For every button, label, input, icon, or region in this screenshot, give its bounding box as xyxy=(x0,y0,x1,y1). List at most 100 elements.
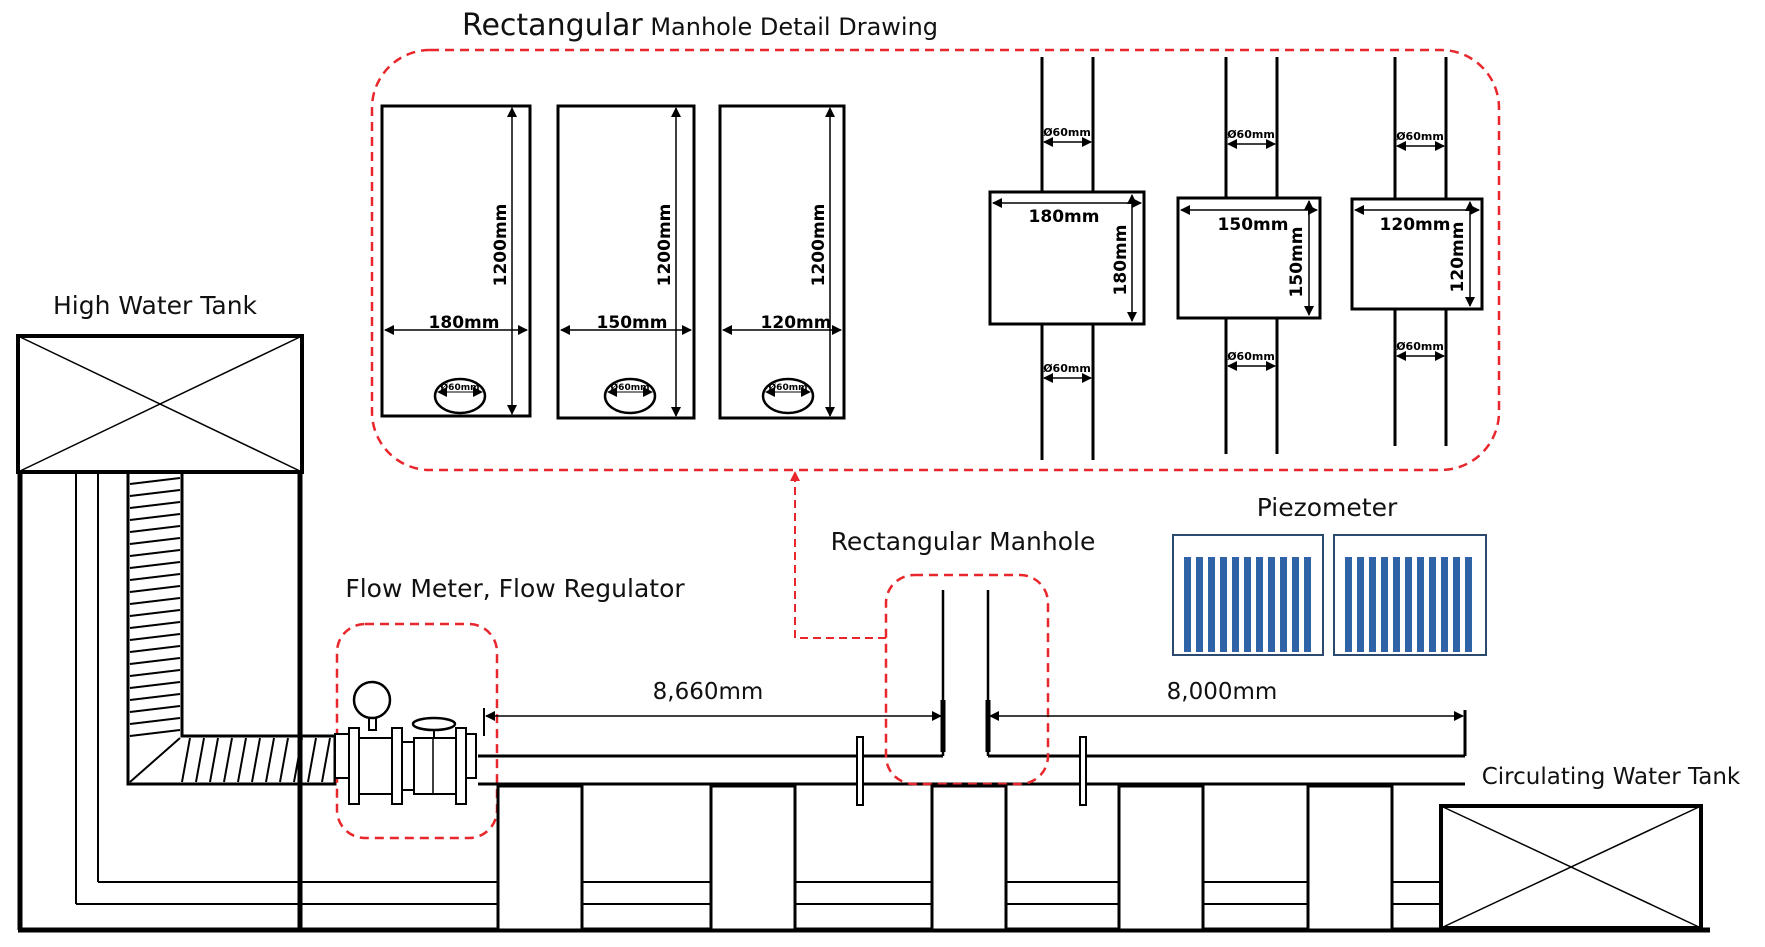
flow-meter-label: Flow Meter, Flow Regulator xyxy=(345,574,685,603)
hatch-line xyxy=(129,489,181,497)
piezometer-tube xyxy=(1381,557,1388,652)
hatch-line xyxy=(251,737,261,783)
top-view-150-width: 150mm xyxy=(1218,215,1289,235)
hatch-line xyxy=(129,561,181,569)
top-view-150-pipe-top: Ø60mm xyxy=(1227,128,1275,141)
top-view-120: Ø60mm Ø60mm 120mm 120mm xyxy=(1350,57,1484,446)
top-view-120-pipe-bottom: Ø60mm xyxy=(1396,340,1444,353)
piezometer-board-right xyxy=(1333,534,1487,656)
piezometer-tube xyxy=(1441,557,1448,652)
hatch-line xyxy=(129,621,181,629)
side-view-120-height: 1200mm xyxy=(809,204,829,287)
hatch-line xyxy=(129,729,181,737)
hatch-line xyxy=(129,525,181,533)
top-view-150: Ø60mm Ø60mm 150mm 150mm xyxy=(1176,57,1322,454)
hatch-line xyxy=(321,737,331,783)
hatch-line xyxy=(265,737,275,783)
side-view-120: 1200mm 120mm Ø60mm xyxy=(718,104,846,420)
piezometer-tube xyxy=(1208,557,1215,652)
piezometer-tube xyxy=(1292,557,1299,652)
hatch-line xyxy=(129,737,181,783)
side-view-180-height: 1200mm xyxy=(491,204,511,287)
supports xyxy=(496,784,1394,932)
top-view-180-pipe-bottom: Ø60mm xyxy=(1043,362,1091,375)
detail-drawing-title: Rectangular Manhole Detail Drawing xyxy=(462,8,938,43)
dist-right-label: 8,000mm xyxy=(1167,679,1278,705)
top-view-120-depth: 120mm xyxy=(1448,222,1468,293)
hatch-line xyxy=(129,693,181,701)
hatch-line xyxy=(129,549,181,557)
piezometer-tube xyxy=(1268,557,1275,652)
hatch-line xyxy=(129,681,181,689)
piezometer-tube xyxy=(1184,557,1191,652)
piezometer-tube xyxy=(1393,557,1400,652)
piezometer-tube xyxy=(1429,557,1436,652)
hatch-line xyxy=(129,597,181,605)
dist-left-label: 8,660mm xyxy=(653,679,764,705)
side-view-150-pipe: Ø60mm xyxy=(611,382,650,393)
piezometer-tube xyxy=(1369,557,1376,652)
side-view-180-pipe: Ø60mm xyxy=(441,382,480,393)
flow-meter-gauge xyxy=(352,680,392,720)
side-view-120-pipe: Ø60mm xyxy=(769,382,808,393)
piezometer-board-left xyxy=(1172,534,1324,656)
top-view-150-depth: 150mm xyxy=(1287,227,1307,298)
piezometer-tube xyxy=(1465,557,1472,652)
top-view-150-pipe-bottom: Ø60mm xyxy=(1227,350,1275,363)
hatch-line xyxy=(129,669,181,677)
hatch-line xyxy=(129,717,181,725)
circulating-tank-label: Circulating Water Tank xyxy=(1482,764,1741,790)
side-view-150-height: 1200mm xyxy=(655,204,675,287)
side-view-180: 1200mm 180mm Ø60mm xyxy=(380,104,532,418)
top-view-120-pipe-top: Ø60mm xyxy=(1396,130,1444,143)
hatch-line xyxy=(195,737,205,783)
top-view-180-pipe-top: Ø60mm xyxy=(1043,126,1091,139)
flow-meter xyxy=(334,680,403,805)
circulating-water-tank xyxy=(1439,804,1703,930)
hatch-line xyxy=(307,737,317,783)
hatch-line xyxy=(129,633,181,641)
piezometer-tube xyxy=(1405,557,1412,652)
piezometer-tube xyxy=(1417,557,1424,652)
hatch-line xyxy=(129,609,181,617)
piezometer-tube xyxy=(1345,557,1352,652)
detail-link-arrow xyxy=(790,471,886,639)
pipe-flange-left xyxy=(856,736,864,806)
piezometer-tube xyxy=(1453,557,1460,652)
detail-drawing-outline xyxy=(370,48,1501,472)
side-view-150: 1200mm 150mm Ø60mm xyxy=(556,104,696,420)
pipe-flange-right xyxy=(1079,736,1087,806)
piezometer-tube xyxy=(1220,557,1227,652)
manhole-riser xyxy=(940,590,991,756)
top-view-120-width: 120mm xyxy=(1380,215,1451,235)
hatch-line xyxy=(129,477,181,485)
hatched-feed-pipe xyxy=(126,472,337,786)
hatch-line xyxy=(129,585,181,593)
piezometer-tube xyxy=(1196,557,1203,652)
piezometer-tube xyxy=(1280,557,1287,652)
hatch-line xyxy=(129,573,181,581)
top-view-180-width: 180mm xyxy=(1029,207,1100,227)
hatch-line xyxy=(181,737,191,783)
high-tank-label: High Water Tank xyxy=(53,291,258,320)
top-view-180-depth: 180mm xyxy=(1111,225,1131,296)
piezometer-label: Piezometer xyxy=(1257,493,1398,522)
hatch-line xyxy=(209,737,219,783)
side-view-180-width: 180mm xyxy=(429,313,500,333)
top-view-180: Ø60mm Ø60mm 180mm 180mm xyxy=(988,57,1146,460)
high-water-tank xyxy=(16,334,1710,933)
flow-regulator-valve xyxy=(401,716,477,805)
hatch-line xyxy=(293,737,303,783)
piezometer-tube xyxy=(1357,557,1364,652)
hatch-line xyxy=(129,645,181,653)
hatch-line xyxy=(129,705,181,713)
hatch-line xyxy=(129,501,181,509)
manhole-label: Rectangular Manhole xyxy=(831,527,1096,556)
side-view-120-width: 120mm xyxy=(761,313,832,333)
piezometer-tube xyxy=(1232,557,1239,652)
hatch-line xyxy=(279,737,289,783)
hatch-line xyxy=(223,737,233,783)
manhole-highlight xyxy=(884,573,1050,786)
hatch-line xyxy=(129,657,181,665)
